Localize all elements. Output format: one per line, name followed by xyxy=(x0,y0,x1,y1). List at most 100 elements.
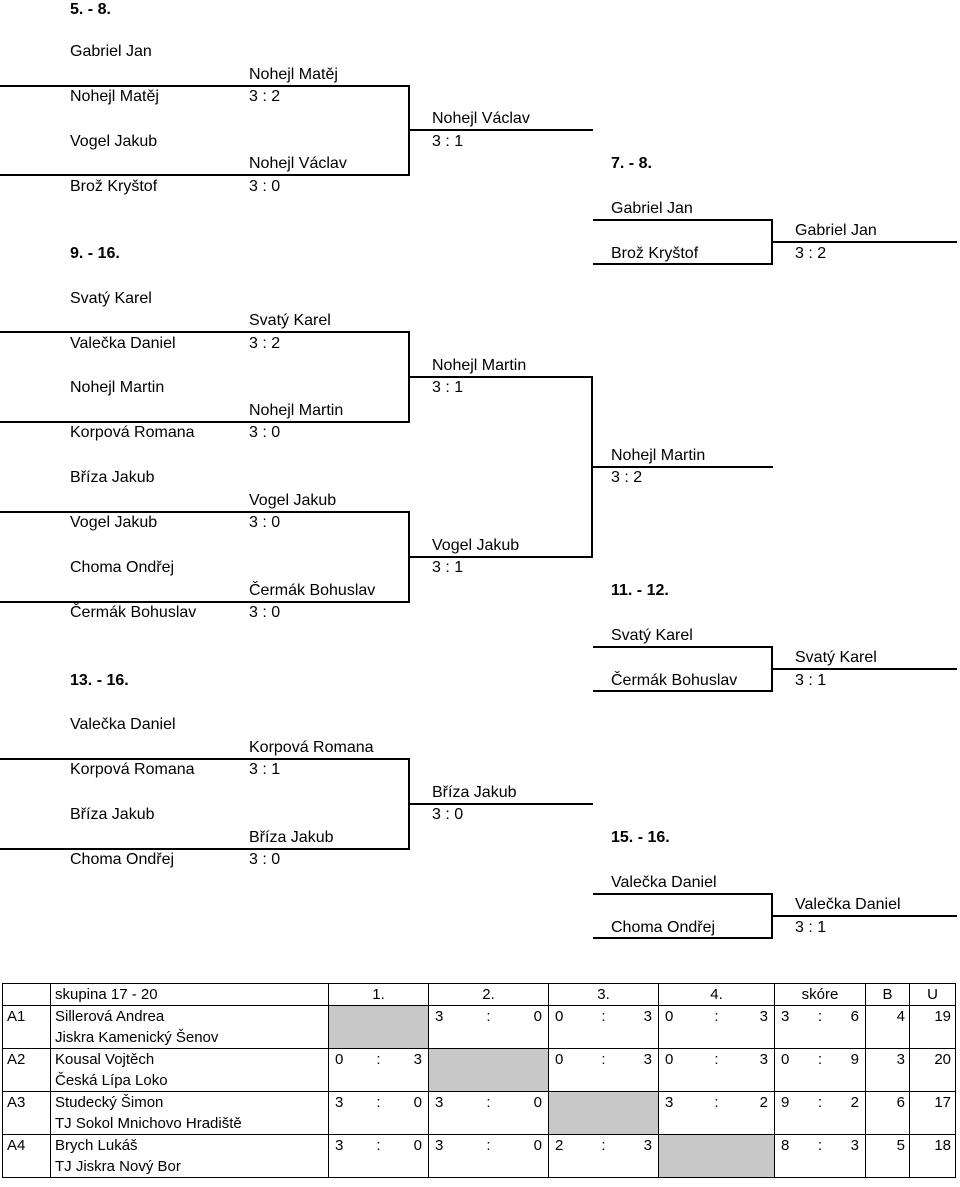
bracket-line xyxy=(410,803,593,805)
score-a: 0 xyxy=(555,1008,564,1025)
score-separator: : xyxy=(714,1051,719,1068)
rank: 19 xyxy=(909,1005,956,1027)
score-pair: 2:3 xyxy=(553,1135,654,1156)
score: 3 : 1 xyxy=(432,559,464,576)
score: 3 : 0 xyxy=(249,178,281,195)
score: 3 : 0 xyxy=(249,604,281,621)
match-result: 3:0 xyxy=(428,1091,549,1113)
score: 3 : 1 xyxy=(432,379,464,396)
col-header: 3. xyxy=(548,983,659,1006)
score-a: 0 xyxy=(665,1008,674,1025)
col-header: skóre xyxy=(774,983,866,1006)
match-result: 0: 3 xyxy=(658,1048,775,1070)
match-result: 3:0 xyxy=(328,1134,429,1156)
table-row-club: Česká Lípa Loko xyxy=(3,1070,956,1092)
score-total-pair: 8:3 xyxy=(779,1135,861,1156)
player: Brož Kryštof xyxy=(70,178,158,195)
player: Nohejl Martin xyxy=(70,379,165,396)
score: 3 : 2 xyxy=(249,335,281,352)
rank-empty xyxy=(909,1156,956,1178)
match-result: 0:3 xyxy=(658,1005,775,1027)
self-match-cell xyxy=(658,1134,775,1178)
score-pair: 3:0 xyxy=(433,1092,544,1113)
bracket-line xyxy=(591,376,593,558)
score-pair: 0:3 xyxy=(333,1049,424,1070)
match-result-empty xyxy=(328,1070,429,1092)
score-total: 3:6 xyxy=(774,1005,866,1027)
self-match-cell xyxy=(428,1048,549,1092)
col-header: B xyxy=(865,983,910,1006)
score-a: 0 xyxy=(335,1051,344,1068)
score-separator: : xyxy=(486,1094,491,1111)
winner: Korpová Romana xyxy=(249,739,374,756)
score-separator: : xyxy=(817,1094,823,1111)
rank: 20 xyxy=(909,1048,956,1070)
winner: Čermák Bohuslav xyxy=(249,582,376,599)
score-b: 3 xyxy=(643,1137,652,1154)
points: 3 xyxy=(865,1048,910,1070)
bracket-line xyxy=(408,331,410,423)
score: 3 : 0 xyxy=(249,424,281,441)
bracket-line xyxy=(408,758,410,850)
winner: Vogel Jakub xyxy=(249,492,337,509)
player: Bříza Jakub xyxy=(70,806,155,823)
score-pair: 3:0 xyxy=(433,1006,544,1027)
score-total-b: 3 xyxy=(850,1137,859,1154)
bracket-line xyxy=(0,331,410,333)
corner-cell xyxy=(2,983,51,1006)
section-7-8: 7. - 8. xyxy=(611,155,652,172)
score-total-a: 8 xyxy=(781,1137,790,1154)
match-result-empty xyxy=(658,1113,775,1135)
score-total-a: 9 xyxy=(781,1094,790,1111)
score-a: 3 xyxy=(335,1094,344,1111)
bracket-line xyxy=(408,511,410,603)
score: 3 : 1 xyxy=(249,761,281,778)
match-result-empty xyxy=(658,1027,775,1049)
bracket-line xyxy=(0,601,410,603)
score-a: 3 xyxy=(435,1094,444,1111)
score-pair: 3:0 xyxy=(333,1135,424,1156)
bracket-line xyxy=(0,85,410,87)
player: Svatý Karel xyxy=(70,290,152,307)
score-a: 0 xyxy=(665,1051,674,1068)
player-club: TJ Jiskra Nový Bor xyxy=(50,1156,329,1178)
player: Korpová Romana xyxy=(70,761,195,778)
points-empty xyxy=(865,1113,910,1135)
player: Gabriel Jan xyxy=(611,200,693,217)
winner: Svatý Karel xyxy=(795,649,877,666)
match-result: 3:0 xyxy=(428,1005,549,1027)
score-total-b: 6 xyxy=(850,1008,859,1025)
bracket-line xyxy=(410,556,593,558)
score: 3 : 0 xyxy=(249,514,281,531)
score-pair: 0:3 xyxy=(553,1006,654,1027)
score-total-pair: 9:2 xyxy=(779,1092,861,1113)
rank: 18 xyxy=(909,1134,956,1156)
score-b: 0 xyxy=(533,1008,542,1025)
match-result-empty xyxy=(548,1027,659,1049)
player: Brož Kryštof xyxy=(611,245,699,262)
points-empty xyxy=(865,1027,910,1049)
winner: Nohejl Martin xyxy=(432,357,527,374)
score: 3 : 0 xyxy=(249,851,281,868)
score-separator: : xyxy=(486,1137,491,1154)
player-name: Sillerová Andrea xyxy=(50,1005,329,1027)
match-result: 0:3 xyxy=(548,1048,659,1070)
score-b: 3 xyxy=(643,1051,652,1068)
rank: 17 xyxy=(909,1091,956,1113)
match-result-empty xyxy=(548,1070,659,1092)
score-total-a: 0 xyxy=(781,1051,790,1068)
section-5-8: 5. - 8. xyxy=(70,1,111,18)
score-separator: : xyxy=(601,1008,606,1025)
match-result: 0:3 xyxy=(548,1005,659,1027)
player: Korpová Romana xyxy=(70,424,195,441)
bracket-line xyxy=(593,219,773,221)
score-b: 3 xyxy=(759,1051,768,1068)
points: 6 xyxy=(865,1091,910,1113)
score-total-pair: 0:9 xyxy=(779,1049,861,1070)
score: 3 : 2 xyxy=(611,469,643,486)
score-separator: : xyxy=(817,1051,823,1068)
match-result: 3:0 xyxy=(328,1091,429,1113)
match-result-empty xyxy=(328,1156,429,1178)
